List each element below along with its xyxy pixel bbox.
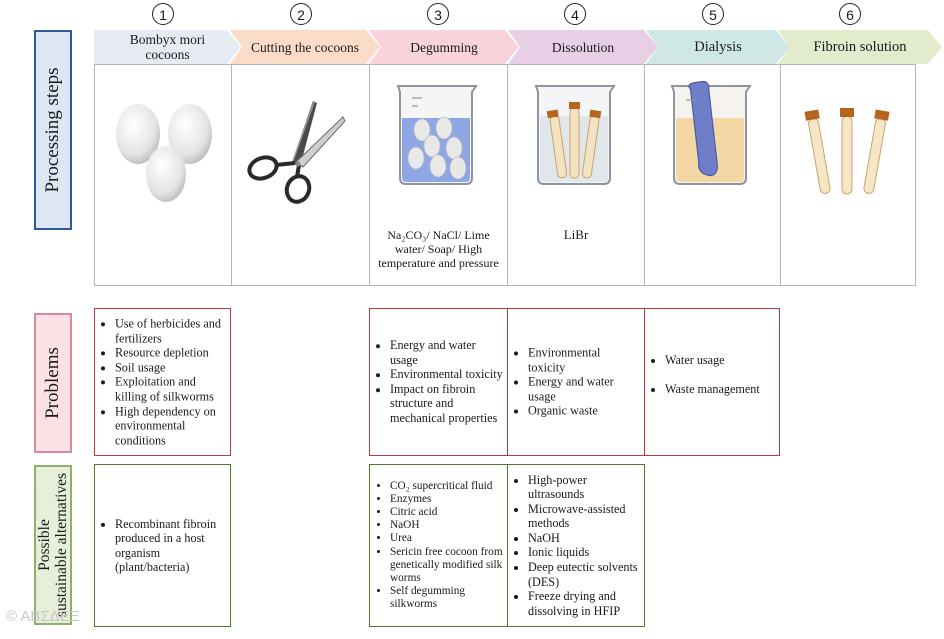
step-banner-3: Degumming (369, 30, 519, 64)
scissors-illustration (247, 101, 346, 204)
alternative-box-4: High-power ultrasoundsMicrowave-assisted… (507, 464, 645, 627)
step-number-5: 5 (702, 3, 724, 25)
list-item: Sericin free cocoon from genetically mod… (390, 546, 503, 586)
list-item: Impact on fibroin structure and mechanic… (390, 382, 503, 426)
list-item: Water usage (665, 353, 775, 368)
problem-list-1: Use of herbicides and fertilizersResourc… (95, 316, 226, 447)
degumming-caption: Na₂CO₃/ NaCl/ Lime water/ Soap/ High tem… (370, 228, 507, 270)
list-item: Use of herbicides and fertilizers (115, 316, 226, 345)
list-item: Environmental toxicity (390, 367, 503, 382)
alternative-box-1: Recombinant fibroin produced in a host o… (94, 464, 231, 627)
problems-text: Problems (42, 347, 63, 419)
divider (369, 64, 370, 286)
list-item: Microwave-assisted methods (528, 502, 640, 531)
step-number-1: 1 (152, 3, 174, 25)
problem-list-3: Energy and water usageEnvironmental toxi… (370, 338, 503, 426)
list-item: Freeze drying and dissolving in HFIP (528, 589, 640, 618)
list-item: NaOH (390, 519, 503, 532)
fibroin-tubes-illustration (804, 108, 890, 195)
problem-box-3: Energy and water usageEnvironmental toxi… (369, 308, 508, 456)
list-item: Energy and water usage (390, 338, 503, 367)
step-number-2: 2 (290, 3, 312, 25)
list-item: Citric acid (390, 506, 503, 519)
alternatives-text: Possible sustainable alternatives (36, 473, 70, 617)
degumming-caption-line2: water/ Soap/ High (394, 242, 483, 256)
step-label-1: Bombyx mori cocoons (129, 32, 206, 62)
step-banner-1: Bombyx mori cocoons (94, 30, 241, 64)
dialysis-beaker-illustration (670, 80, 752, 185)
dissolution-caption: LiBr (563, 227, 589, 242)
divider (507, 64, 508, 286)
steps-panel (94, 64, 916, 286)
step-label-5: Dialysis (694, 38, 742, 55)
list-item: High dependency on environmental conditi… (115, 404, 226, 448)
divider (780, 64, 781, 286)
list-item: Ionic liquids (528, 546, 640, 561)
list-item: NaOH (528, 531, 640, 546)
problem-box-5: Water usageWaste management (644, 308, 780, 456)
list-item: Waste management (665, 382, 775, 397)
step-banner-4: Dissolution (508, 30, 658, 64)
cocoons-illustration (116, 104, 212, 202)
step-number-3: 3 (427, 3, 449, 25)
alternative-box-3: CO₂ supercritical fluidEnzymesCitric aci… (369, 464, 508, 627)
list-item: Deep eutectic solvents (DES) (528, 560, 640, 589)
problem-list-5: Water usageWaste management (645, 353, 775, 397)
list-item: Enzymes (390, 493, 503, 506)
problem-list-4: Environmental toxicityEnergy and water u… (508, 346, 640, 419)
list-item: Resource depletion (115, 346, 226, 361)
step-number-6: 6 (839, 3, 861, 25)
list-item: Self degumming silkworms (390, 585, 503, 611)
alternative-list-4: High-power ultrasoundsMicrowave-assisted… (508, 473, 640, 619)
step-banner-2: Cutting the cocoons (230, 30, 380, 64)
degumming-caption-line3: temperature and pressure (378, 256, 499, 270)
problems-label: Problems (34, 313, 72, 453)
list-item: CO₂ supercritical fluid (390, 479, 503, 492)
divider (644, 64, 645, 286)
step-label-4: Dissolution (551, 39, 615, 55)
alternatives-line1: Possible (36, 519, 53, 571)
cocoon (146, 146, 186, 202)
dissolution-beaker-illustration (534, 85, 616, 185)
step-banner-5: Dialysis (646, 30, 790, 64)
watermark: © ΑΒΣΔΕΞ (6, 608, 80, 625)
step-banner-6: Fibroin solution (778, 30, 942, 64)
degumming-beaker-illustration (396, 85, 478, 185)
list-item: Environmental toxicity (528, 346, 640, 375)
list-item: Soil usage (115, 360, 226, 375)
list-item: Organic waste (528, 404, 640, 419)
step-number-4: 4 (564, 3, 586, 25)
processing-steps-text: Processing steps (42, 67, 63, 193)
alternatives-label: Possible sustainable alternatives (34, 465, 72, 625)
processing-steps-label: Processing steps (34, 30, 72, 230)
problem-box-4: Environmental toxicityEnergy and water u… (507, 308, 645, 456)
problem-box-1: Use of herbicides and fertilizersResourc… (94, 308, 231, 456)
list-item: High-power ultrasounds (528, 473, 640, 502)
divider (231, 64, 232, 286)
list-item: Exploitation and killing of silkworms (115, 375, 226, 404)
step-label-2: Cutting the cocoons (251, 39, 359, 55)
cocoon (168, 104, 212, 164)
step-label-6: Fibroin solution (813, 38, 907, 55)
alternative-list-3: CO₂ supercritical fluidEnzymesCitric aci… (370, 479, 503, 611)
cocoon (116, 104, 160, 164)
alternatives-line2: sustainable alternatives (53, 472, 70, 618)
list-item: Urea (390, 532, 503, 545)
alternative-list-1: Recombinant fibroin produced in a host o… (95, 516, 226, 574)
list-item: Recombinant fibroin produced in a host o… (115, 516, 226, 574)
degumming-caption-line1: Na₂CO₃/ NaCl/ Lime (387, 228, 490, 242)
list-item: Energy and water usage (528, 375, 640, 404)
step-label-3: Degumming (410, 39, 478, 55)
